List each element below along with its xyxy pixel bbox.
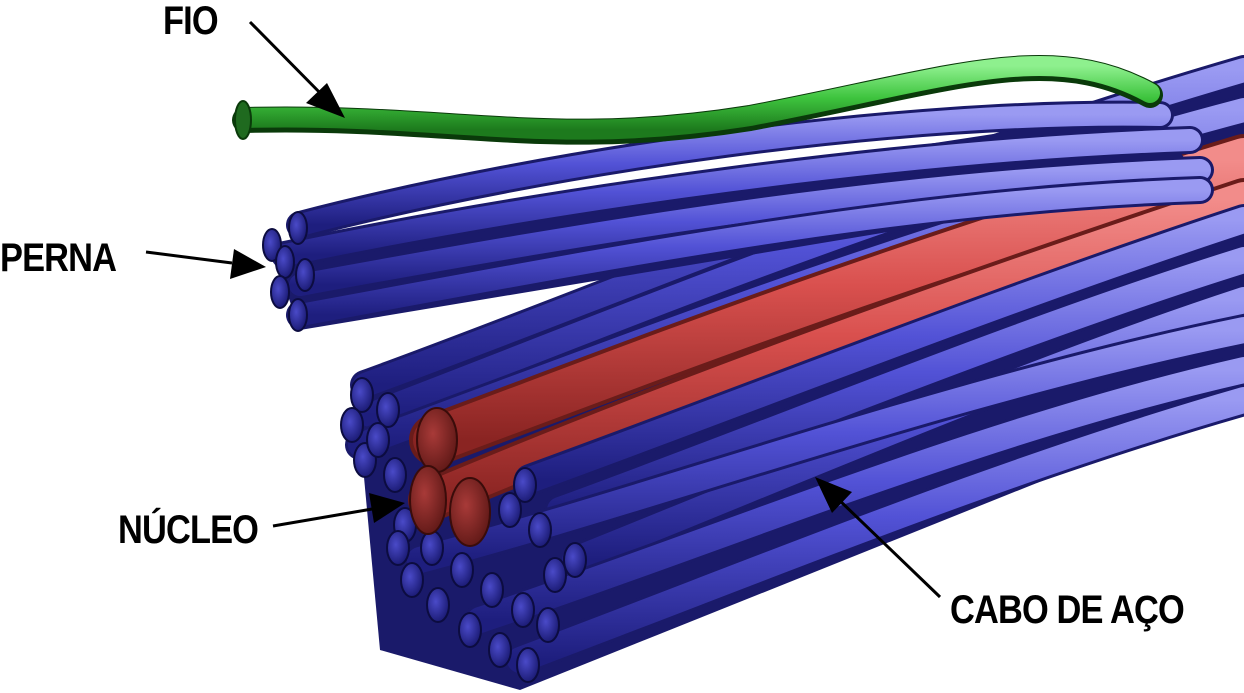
wire	[232, 55, 1163, 145]
wire-end-face	[234, 100, 252, 140]
steel-cable	[340, 55, 1244, 690]
arrow-nucleo	[272, 493, 405, 528]
label-nucleo: NÚCLEO	[118, 508, 259, 552]
arrow-cabo	[815, 477, 942, 599]
label-fio: FIO	[163, 0, 219, 43]
core-end-face	[409, 407, 491, 547]
arrow-fio	[248, 20, 345, 118]
arrows	[145, 20, 942, 599]
arrow-perna	[145, 249, 266, 279]
label-cabo-de-aco: CABO DE AÇO	[950, 588, 1185, 632]
cable-strands-front	[404, 204, 1244, 676]
cable-end-face	[340, 377, 587, 683]
label-perna: PERNA	[0, 236, 117, 280]
strand	[262, 100, 1214, 332]
